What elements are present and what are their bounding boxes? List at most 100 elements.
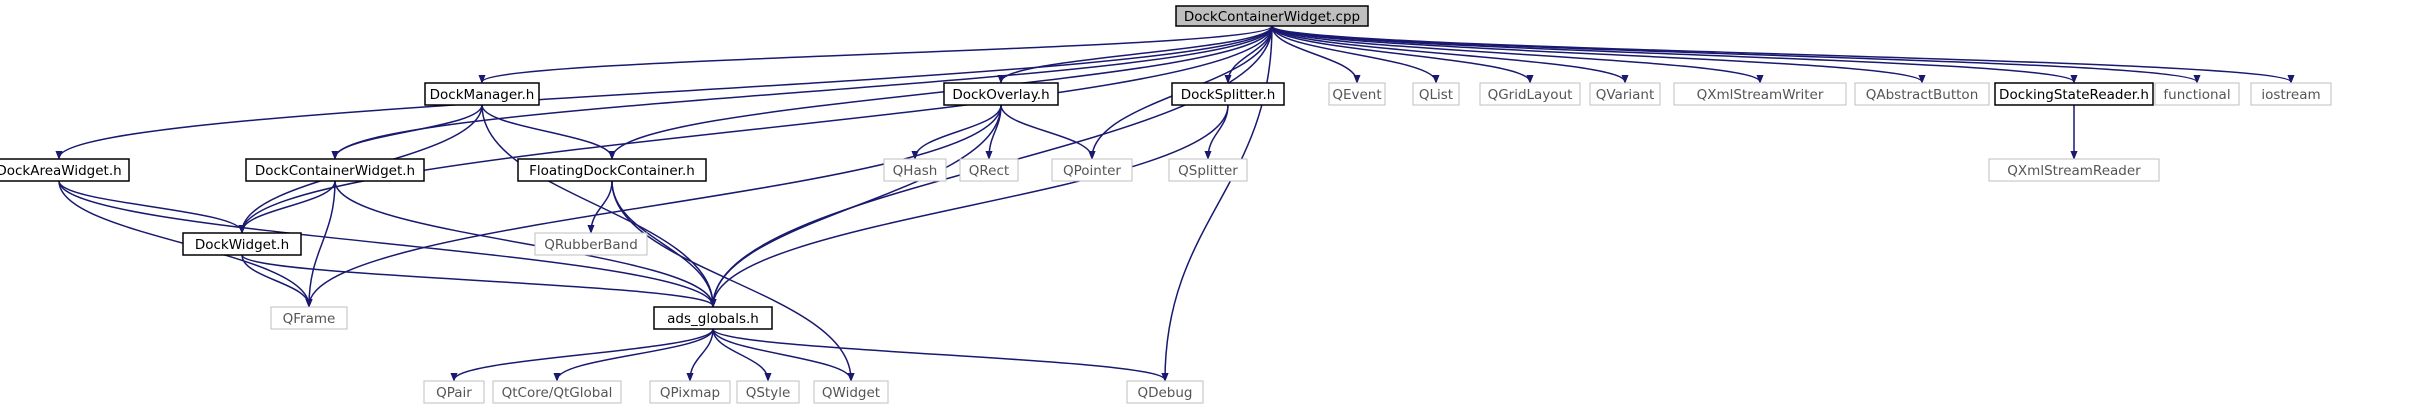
- edge-dockmanager-to-floatingdockcontainer: [481, 104, 612, 158]
- node-qpair: QPair: [423, 380, 485, 404]
- node-qhash: QHash: [883, 158, 947, 182]
- edge-dockareawidget-to-dockwidget: [58, 180, 242, 232]
- node-qabstractbutton-label: QAbstractButton: [1866, 87, 1979, 103]
- node-docksplitter-box: [1171, 82, 1285, 106]
- node-qpixmap-box: [649, 380, 731, 404]
- edge-adsglobals-to-qwidget: [712, 328, 851, 380]
- edge-root-to-qabstractbutton: [1271, 25, 1922, 82]
- node-qxmlstreamreader: QXmlStreamReader: [1988, 158, 2160, 182]
- node-dockcontainerwidget-label: DockContainerWidget.h: [255, 163, 415, 179]
- node-dockcontainerwidget[interactable]: DockContainerWidget.h: [245, 158, 425, 182]
- node-qtglobal-label: QtCore/QtGlobal: [502, 385, 613, 401]
- node-qrect: QRect: [959, 158, 1019, 182]
- node-qframe-box: [270, 306, 348, 330]
- node-qvariant: QVariant: [1589, 82, 1661, 106]
- node-qgridlayout-box: [1479, 82, 1581, 106]
- node-qpair-box: [423, 380, 485, 404]
- edge-root-to-dockoverlay: [1001, 25, 1273, 82]
- node-iostream-label: iostream: [2261, 87, 2320, 103]
- edge-dockcontainerwidget-to-adsglobals: [334, 180, 713, 306]
- edge-root-to-dockareawidget: [59, 25, 1273, 158]
- node-qxmlstreamreader-box: [1988, 158, 2160, 182]
- node-qabstractbutton-box: [1854, 82, 1990, 106]
- node-dockareawidget[interactable]: DockAreaWidget.h: [0, 158, 130, 182]
- dependency-edges: [58, 25, 2291, 380]
- node-qrect-box: [959, 158, 1019, 182]
- node-qevent-box: [1328, 82, 1386, 106]
- node-qpixmap-label: QPixmap: [660, 385, 720, 401]
- node-docksplitter[interactable]: DockSplitter.h: [1171, 82, 1285, 106]
- node-dockingstatereader[interactable]: DockingStateReader.h: [1994, 82, 2154, 106]
- edge-dockmanager-to-adsglobals: [481, 104, 713, 306]
- node-dockmanager-box: [424, 82, 540, 106]
- node-root[interactable]: DockContainerWidget.cpp: [1175, 5, 1369, 27]
- edge-root-to-qdebug: [1165, 25, 1273, 380]
- node-dockoverlay[interactable]: DockOverlay.h: [943, 82, 1059, 106]
- node-qpixmap: QPixmap: [649, 380, 731, 404]
- node-qlist-label: QList: [1419, 87, 1453, 103]
- node-qpointer-label: QPointer: [1063, 163, 1121, 179]
- node-qrubberband-label: QRubberBand: [544, 237, 638, 253]
- node-qxmlstreamwriter-label: QXmlStreamWriter: [1697, 87, 1824, 103]
- edge-dockareawidget-to-adsglobals: [58, 180, 713, 306]
- node-qstyle: QStyle: [736, 380, 800, 404]
- edge-root-to-dockwidget: [242, 25, 1273, 232]
- node-functional-label: functional: [2163, 87, 2230, 103]
- node-floatingdockcontainer-box: [517, 158, 707, 182]
- node-qpointer-box: [1051, 158, 1133, 182]
- node-floatingdockcontainer[interactable]: FloatingDockContainer.h: [517, 158, 707, 182]
- node-dockingstatereader-box: [1994, 82, 2154, 106]
- node-qstyle-box: [736, 380, 800, 404]
- node-dockareawidget-box: [0, 158, 130, 182]
- edge-root-to-qxmlstreamwriter: [1271, 25, 1760, 82]
- node-qlist: QList: [1412, 82, 1460, 106]
- node-qxmlstreamwriter: QXmlStreamWriter: [1673, 82, 1847, 106]
- edge-dockoverlay-to-adsglobals: [713, 104, 1002, 306]
- node-adsglobals-box: [653, 306, 773, 330]
- edge-adsglobals-to-qdebug: [712, 328, 1165, 380]
- node-adsglobals[interactable]: ads_globals.h: [653, 306, 773, 330]
- node-qsplitter-box: [1168, 158, 1248, 182]
- node-root-box: [1175, 5, 1369, 27]
- node-adsglobals-label: ads_globals.h: [667, 311, 759, 327]
- edge-dockmanager-to-dockcontainerwidget: [335, 104, 483, 158]
- node-qpointer: QPointer: [1051, 158, 1133, 182]
- edge-adsglobals-to-qpixmap: [690, 328, 714, 380]
- node-qpair-label: QPair: [436, 385, 472, 401]
- node-qrubberband-box: [534, 232, 648, 256]
- node-qrect-label: QRect: [969, 163, 1009, 179]
- edge-root-to-iostream: [1271, 25, 2291, 82]
- edge-root-to-qevent: [1271, 25, 1357, 82]
- node-dockwidget[interactable]: DockWidget.h: [182, 232, 302, 256]
- node-qxmlstreamreader-label: QXmlStreamReader: [2007, 163, 2141, 179]
- edge-dockoverlay-to-qhash: [915, 104, 1002, 158]
- node-qevent-label: QEvent: [1332, 87, 1381, 103]
- node-qrubberband: QRubberBand: [534, 232, 648, 256]
- node-dockmanager[interactable]: DockManager.h: [424, 82, 540, 106]
- edge-docksplitter-to-adsglobals: [713, 104, 1229, 306]
- edge-adsglobals-to-qpair: [454, 328, 714, 380]
- node-dockcontainerwidget-box: [245, 158, 425, 182]
- edge-adsglobals-to-qtglobal: [557, 328, 714, 380]
- node-qstyle-label: QStyle: [746, 385, 791, 401]
- node-qevent: QEvent: [1328, 82, 1386, 106]
- node-root-label: DockContainerWidget.cpp: [1184, 9, 1360, 25]
- node-qsplitter: QSplitter: [1168, 158, 1248, 182]
- edge-root-to-qlist: [1271, 25, 1436, 82]
- edge-floatingdockcontainer-to-qrubberband: [591, 180, 613, 232]
- node-qhash-label: QHash: [893, 163, 938, 179]
- node-dockoverlay-box: [943, 82, 1059, 106]
- node-qdebug-label: QDebug: [1137, 385, 1192, 401]
- edge-root-to-qgridlayout: [1271, 25, 1530, 82]
- node-dockmanager-label: DockManager.h: [430, 87, 535, 103]
- node-iostream-box: [2250, 82, 2332, 106]
- node-docksplitter-label: DockSplitter.h: [1181, 87, 1276, 103]
- edge-dockwidget-to-adsglobals: [241, 254, 713, 306]
- node-floatingdockcontainer-label: FloatingDockContainer.h: [529, 163, 695, 179]
- edge-dockoverlay-to-qframe: [309, 104, 1002, 306]
- node-qabstractbutton: QAbstractButton: [1854, 82, 1990, 106]
- node-qframe: QFrame: [270, 306, 348, 330]
- edge-dockcontainerwidget-to-dockwidget: [242, 180, 336, 232]
- node-qlist-box: [1412, 82, 1460, 106]
